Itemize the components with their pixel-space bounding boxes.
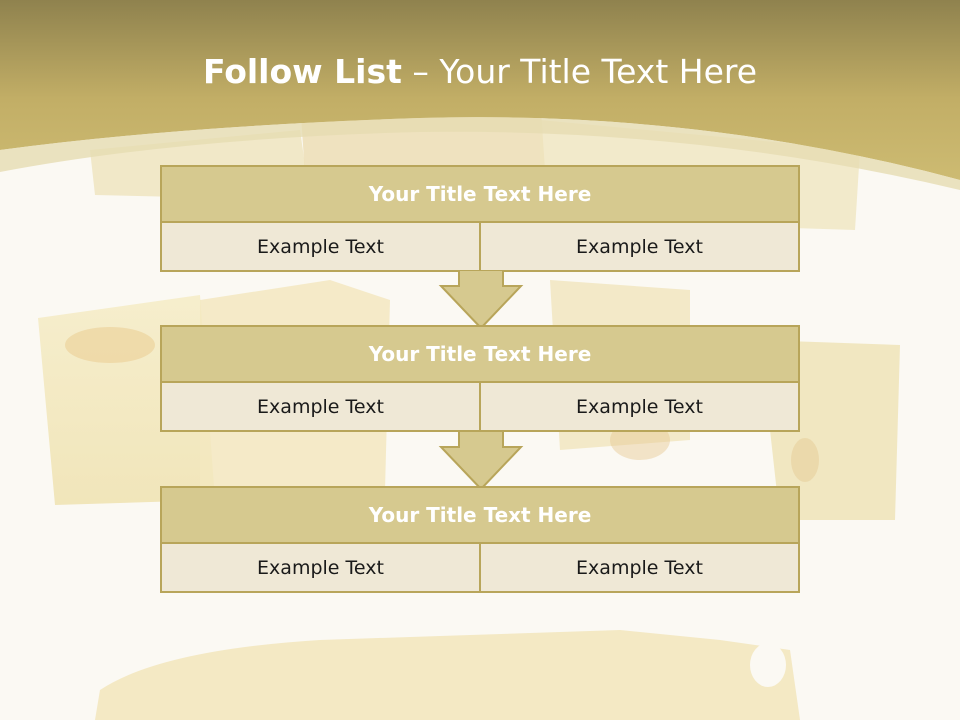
flow-step-title: Your Title Text Here: [162, 327, 798, 383]
flow-step-right-text: Example Text: [479, 544, 798, 591]
flow-step-row: Example Text Example Text: [162, 383, 798, 430]
flow-step-left-text: Example Text: [257, 556, 384, 579]
flow-step-3: Your Title Text Here Example Text Exampl…: [160, 486, 800, 593]
flow-step-right-text: Example Text: [479, 383, 798, 430]
title-bold-part: Follow List: [202, 52, 402, 91]
header-band: [0, 0, 960, 190]
flow-step-title: Your Title Text Here: [162, 488, 798, 544]
flow-step-right-text: Example Text: [479, 223, 798, 270]
flow-step-left-text: Example Text: [257, 235, 384, 258]
down-arrow-icon: [438, 431, 524, 491]
flow-step-title: Your Title Text Here: [162, 167, 798, 223]
flow-step-row: Example Text Example Text: [162, 544, 798, 591]
down-arrow-icon: [438, 270, 524, 330]
flow-step-row: Example Text Example Text: [162, 223, 798, 270]
flow-step-1: Your Title Text Here Example Text Exampl…: [160, 165, 800, 272]
title-rest-part: – Your Title Text Here: [401, 52, 758, 91]
flow-step-left-text: Example Text: [257, 395, 384, 418]
slide-title: Follow List – Your Title Text Here: [0, 52, 960, 91]
flow-step-2: Your Title Text Here Example Text Exampl…: [160, 325, 800, 432]
